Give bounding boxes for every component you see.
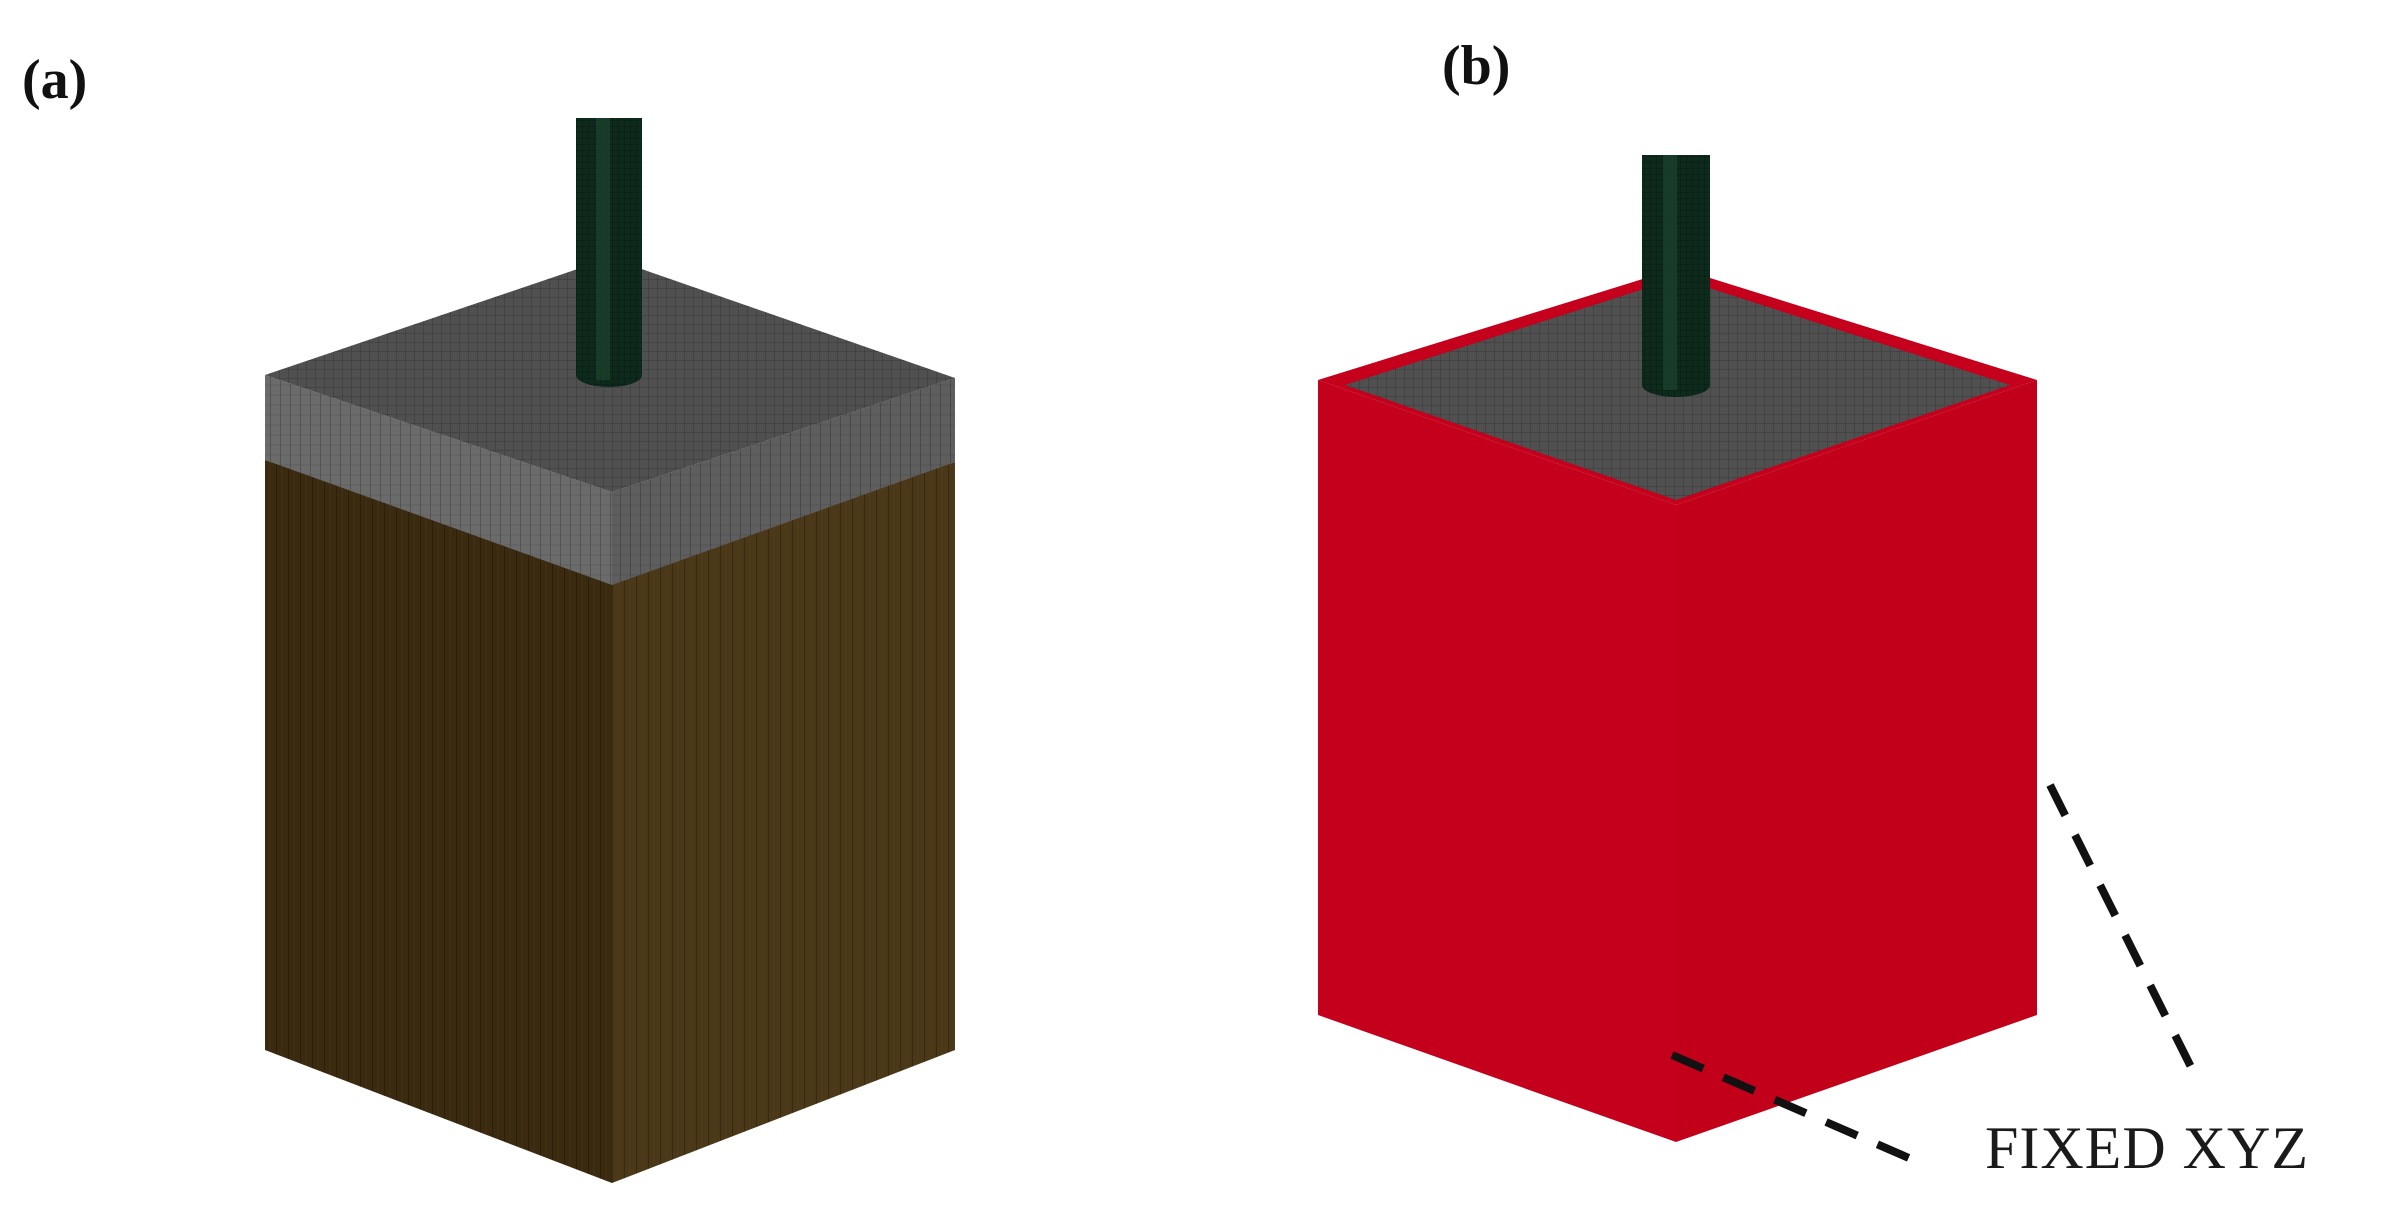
panel-b-rod <box>1642 155 1710 397</box>
panel-b-leader-line-bottom <box>1670 1051 1927 1169</box>
panel-a-label: (a) <box>22 49 88 111</box>
panel-a-rod <box>576 118 642 387</box>
panel-a-model <box>265 118 955 1183</box>
panel-b-leader-line-right <box>2046 783 2204 1087</box>
panel-b-label: (b) <box>1442 35 1511 97</box>
fixed-xyz-annotation: FIXED XYZ <box>1985 1115 2309 1181</box>
panel-b-model <box>1318 155 2204 1169</box>
